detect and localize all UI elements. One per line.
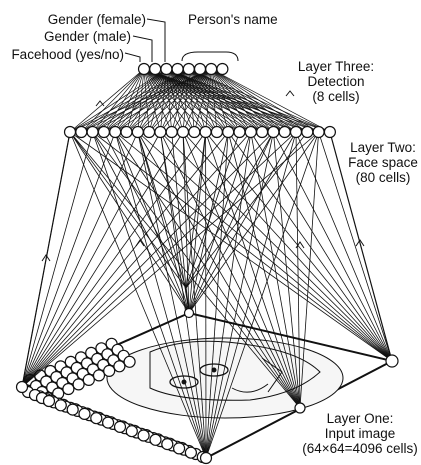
input-cell: [44, 396, 55, 407]
layer-three-name: Detection: [286, 75, 386, 90]
input-cell: [114, 361, 125, 372]
label-layer-two: Layer Two: Face space (80 cells): [338, 141, 421, 186]
leader-line: [133, 36, 152, 62]
input-cell: [162, 439, 173, 450]
input-cell: [94, 370, 105, 381]
face-space-node: [178, 127, 189, 138]
input-corner-node: [185, 309, 194, 318]
face-space-node: [291, 127, 302, 138]
layer-one-count: (64×64=4096 cells): [300, 442, 420, 457]
face-space-node: [144, 127, 155, 138]
face-space-node: [189, 127, 200, 138]
face-space-node: [65, 127, 76, 138]
input-corner-node: [17, 382, 28, 393]
face-space-node: [313, 127, 324, 138]
layer-three-title: Layer Three:: [286, 60, 386, 75]
detection-node: [206, 64, 217, 75]
connection-line: [22, 132, 93, 387]
connection-line: [189, 132, 273, 313]
face-space-node: [223, 127, 234, 138]
face-space-node: [234, 127, 245, 138]
face-space-node: [155, 127, 166, 138]
connection-line: [104, 69, 144, 132]
face-space-node: [110, 127, 121, 138]
connection-line: [144, 69, 285, 132]
detection-node: [150, 64, 161, 75]
face-space-node: [279, 127, 290, 138]
detection-node: [161, 64, 172, 75]
face-space-node: [200, 127, 211, 138]
connection-line: [70, 132, 189, 313]
detection-node: [139, 64, 150, 75]
leader-line: [125, 53, 140, 62]
face-space-node: [132, 127, 143, 138]
detection-node: [183, 64, 194, 75]
label-layer-three: Layer Three: Detection (8 cells): [286, 60, 386, 105]
arrow-head: [96, 101, 104, 106]
label-gender-female: Gender (female): [10, 13, 146, 28]
label-persons-name: Person's name: [188, 13, 278, 28]
input-cell: [79, 408, 90, 419]
input-cell: [138, 430, 149, 441]
input-cell: [67, 404, 78, 415]
label-gender-male: Gender (male): [10, 30, 131, 45]
connection-line: [138, 69, 144, 132]
input-cell: [185, 447, 196, 458]
connection-line: [144, 69, 296, 132]
face-space-node: [268, 127, 279, 138]
face-space-node: [87, 127, 98, 138]
input-cell: [104, 365, 115, 376]
layer-two-name: Face space: [338, 156, 421, 171]
face-space-node: [257, 127, 268, 138]
input-corner-node: [201, 453, 212, 464]
face-space-node: [121, 127, 132, 138]
input-cell: [103, 417, 114, 428]
detection-node: [172, 64, 183, 75]
layer-three-count: (8 cells): [286, 90, 386, 105]
layer-one-name: Input image: [300, 427, 420, 442]
input-cell: [55, 400, 66, 411]
input-cell: [63, 384, 74, 395]
label-layer-one: Layer One: Input image (64×64=4096 cells…: [300, 412, 420, 457]
input-cell: [115, 421, 126, 432]
face-space-node: [324, 127, 335, 138]
input-cell: [126, 426, 137, 437]
input-cell: [83, 374, 94, 385]
input-cell: [174, 443, 185, 454]
detection-node: [217, 64, 228, 75]
input-cell: [73, 379, 84, 390]
face-space-node: [166, 127, 177, 138]
layer-two-title: Layer Two:: [338, 141, 421, 156]
label-facehood: Facehood (yes/no): [5, 48, 124, 63]
detection-node: [195, 64, 206, 75]
layer-one-title: Layer One:: [300, 412, 420, 427]
face-space-node: [245, 127, 256, 138]
face-space-node: [98, 127, 109, 138]
input-cell: [91, 413, 102, 424]
leader-line: [147, 19, 165, 62]
face-space-node: [211, 127, 222, 138]
name-bracket: [182, 52, 238, 61]
input-corner-node: [386, 355, 398, 367]
face-space-node: [302, 127, 313, 138]
face-outline: [107, 338, 343, 418]
connection-line: [189, 132, 296, 313]
layer-two-count: (80 cells): [338, 171, 421, 186]
input-cell: [150, 434, 161, 445]
input-cell: [124, 356, 135, 367]
face-space-node: [76, 127, 87, 138]
